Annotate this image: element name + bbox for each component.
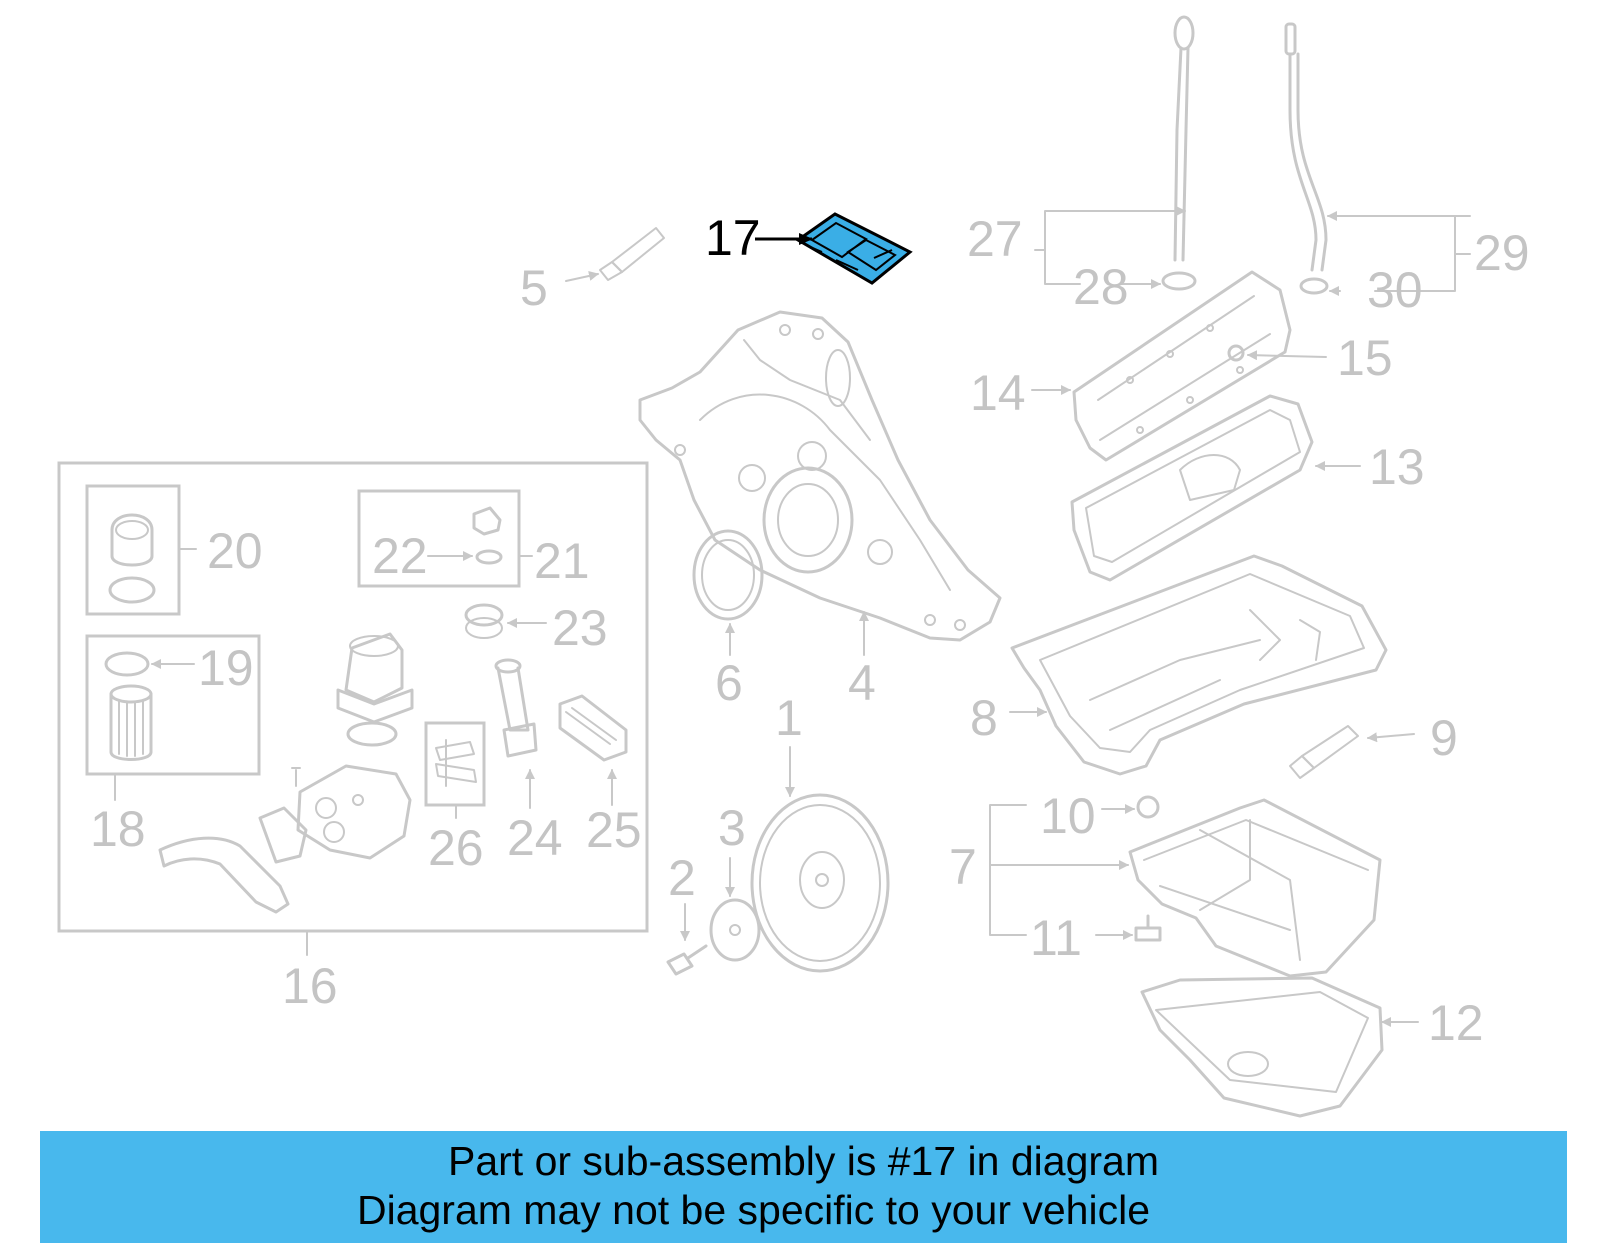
callout-27[interactable]: 27 <box>967 211 1023 267</box>
leader-27 <box>1034 206 1186 251</box>
part-29-guide-tube[interactable] <box>1284 22 1328 272</box>
part-11-sensor[interactable] <box>1134 914 1162 942</box>
part-2-bolt[interactable] <box>666 944 708 976</box>
callout-3[interactable]: 3 <box>718 800 746 856</box>
callout-16[interactable]: 16 <box>282 958 338 1014</box>
part-23-cap[interactable] <box>464 603 504 639</box>
part-26-box <box>424 721 486 807</box>
part-21-box <box>357 489 521 588</box>
filter-adapter[interactable] <box>258 764 412 864</box>
part-25-block[interactable] <box>558 694 628 762</box>
part-10-drain-plug[interactable] <box>1136 795 1160 819</box>
part-1-flywheel[interactable] <box>750 793 890 973</box>
part-20-box <box>85 484 181 616</box>
callout-2[interactable]: 2 <box>668 850 696 906</box>
info-banner: Part or sub-assembly is #17 in diagram D… <box>40 1131 1567 1243</box>
part-18-box <box>85 634 261 776</box>
callout-30[interactable]: 30 <box>1367 262 1423 318</box>
part-3-plate[interactable] <box>709 898 761 962</box>
part-21-plug[interactable] <box>472 506 503 565</box>
part-26-gasket-kit[interactable] <box>435 739 477 787</box>
banner-line-1: Part or sub-assembly is #17 in diagram <box>448 1138 1159 1184</box>
callout-15[interactable]: 15 <box>1337 330 1393 386</box>
part-15-plug[interactable] <box>1227 344 1245 362</box>
callout-24[interactable]: 24 <box>507 810 563 866</box>
callout-22[interactable]: 22 <box>372 528 428 584</box>
part-4-timing-cover[interactable] <box>638 310 1002 642</box>
callout-26[interactable]: 26 <box>428 820 484 876</box>
part-20-cap[interactable] <box>108 513 156 604</box>
part-17-gasket[interactable] <box>795 212 913 285</box>
part-12-baffle[interactable] <box>1140 976 1384 1118</box>
callout-19[interactable]: 19 <box>198 640 254 696</box>
filter-housing[interactable] <box>336 632 414 747</box>
part-27-dipstick[interactable] <box>1173 15 1195 262</box>
part-18-oil-filter[interactable] <box>109 684 153 761</box>
callout-11[interactable]: 11 <box>1030 910 1082 966</box>
callout-5[interactable]: 5 <box>520 260 548 316</box>
callout-4[interactable]: 4 <box>848 655 876 711</box>
callout-20[interactable]: 20 <box>207 523 263 579</box>
leader-9 <box>1367 732 1415 743</box>
part-8-upper-oil-pan[interactable] <box>1010 554 1388 776</box>
callout-18[interactable]: 18 <box>90 801 146 857</box>
callout-8[interactable]: 8 <box>970 690 998 746</box>
leader-5 <box>565 271 599 282</box>
part-30-o-ring[interactable] <box>1299 277 1329 295</box>
callout-13[interactable]: 13 <box>1369 439 1425 495</box>
part-7-oil-pan[interactable] <box>1128 798 1382 978</box>
callout-9[interactable]: 9 <box>1430 710 1458 766</box>
part-28-seal[interactable] <box>1161 271 1197 291</box>
part-9-sealant-tube[interactable] <box>1289 725 1359 779</box>
part-24-tube[interactable] <box>494 658 538 758</box>
callout-10[interactable]: 10 <box>1040 788 1096 844</box>
callout-14[interactable]: 14 <box>970 365 1026 421</box>
callout-21[interactable]: 21 <box>534 533 590 589</box>
assembly-16-frame <box>57 461 649 933</box>
callout-29[interactable]: 29 <box>1474 225 1530 281</box>
callout-17[interactable]: 17 <box>705 210 761 266</box>
callout-23[interactable]: 23 <box>552 600 608 656</box>
callout-6[interactable]: 6 <box>715 655 743 711</box>
callout-28[interactable]: 28 <box>1073 259 1129 315</box>
leader-15 <box>1247 350 1327 361</box>
banner-line-2: Diagram may not be specific to your vehi… <box>356 1187 1150 1233</box>
part-19-o-ring[interactable] <box>104 651 150 677</box>
coolant-pipe[interactable] <box>158 836 290 914</box>
part-6-seal[interactable] <box>692 529 764 621</box>
callout-12[interactable]: 12 <box>1428 995 1484 1051</box>
callout-1[interactable]: 1 <box>775 690 803 746</box>
part-5-sealant-tube[interactable] <box>599 227 665 281</box>
callout-7[interactable]: 7 <box>949 839 977 895</box>
part-13-gasket[interactable] <box>1070 394 1314 582</box>
callout-25[interactable]: 25 <box>586 802 642 858</box>
